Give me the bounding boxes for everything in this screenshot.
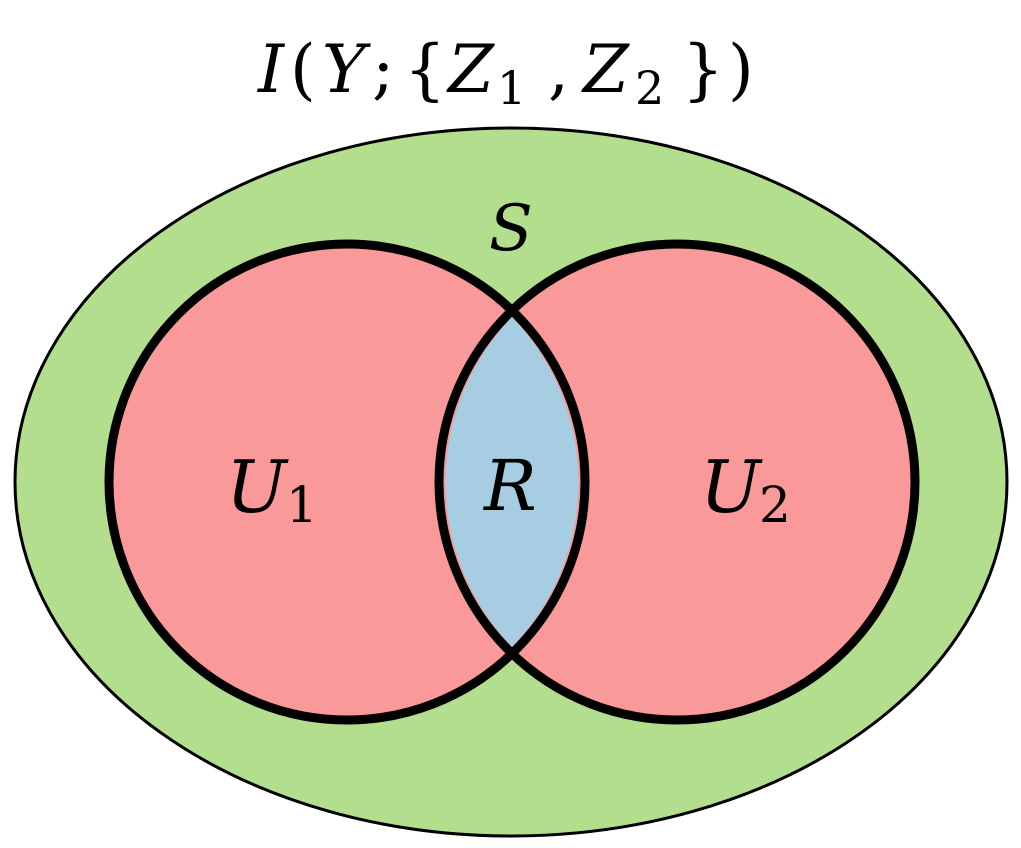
unique-2-outline: [434, 239, 920, 725]
redundancy-label: R: [482, 445, 537, 527]
unique-2-label-subscript: 2: [759, 476, 791, 534]
unique-1-label-subscript: 1: [286, 476, 318, 534]
unique-2-label: U 2: [700, 445, 791, 534]
title-close-brace: }: [682, 31, 724, 108]
title-Z1: Z: [446, 31, 495, 108]
synergy-label: S: [489, 192, 533, 266]
title-comma: ,: [548, 31, 569, 108]
title-close-paren: ): [728, 31, 754, 108]
title-Z2-subscript: 2: [635, 61, 664, 115]
title-open-brace: {: [404, 31, 446, 108]
title-Z2: Z: [581, 31, 630, 108]
unique-1-label: U 1: [226, 445, 318, 534]
unique-1-label-letter: U: [226, 445, 289, 529]
unique-1-outline: [104, 239, 590, 725]
unique-2-label-letter: U: [700, 445, 763, 529]
redundancy-region: [445, 317, 579, 647]
title-Y: Y: [322, 31, 371, 108]
diagram-title: I ( Y ; { Z 1 , Z 2 } ): [257, 31, 754, 115]
title-Z1-subscript: 1: [497, 61, 526, 115]
title-I: I: [257, 31, 286, 108]
title-open-paren: (: [290, 31, 316, 108]
title-semicolon: ;: [372, 31, 394, 108]
